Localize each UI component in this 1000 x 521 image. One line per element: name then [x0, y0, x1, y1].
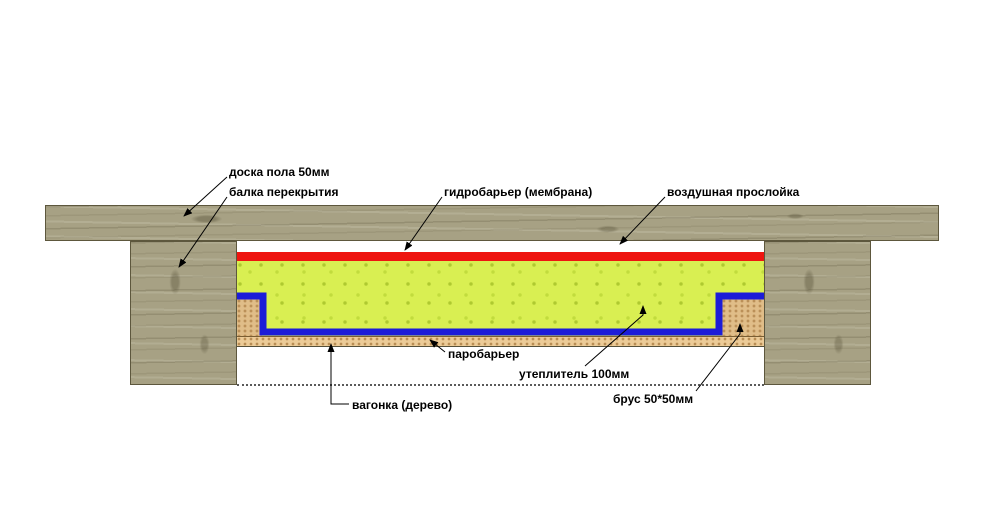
insulation-layer: [237, 261, 764, 336]
leader-lining: [327, 343, 349, 405]
label-air-gap: воздушная прослойка: [667, 185, 800, 199]
label-brus: брус 50*50мм: [613, 392, 694, 406]
right-brus-block: [722, 299, 764, 336]
left-ceiling-beam: [130, 241, 237, 385]
label-insulation: утеплитель 100мм: [519, 367, 630, 381]
label-vapor-barrier: паробарьер: [448, 347, 520, 361]
right-ceiling-beam: [764, 241, 871, 385]
label-hydro-barrier: гидробарьер (мембрана): [444, 185, 593, 199]
hydro-barrier-membrane-layer: [237, 252, 764, 261]
beam-bottom-dotted-line: [237, 384, 764, 386]
floor-board-plank: [45, 205, 939, 241]
left-brus-block: [237, 299, 262, 336]
label-beam: балка перекрытия: [229, 185, 339, 199]
label-floor-board: доска пола 50мм: [229, 165, 330, 179]
label-lining: вагонка (дерево): [352, 398, 453, 412]
wood-lining-layer: [237, 336, 764, 347]
